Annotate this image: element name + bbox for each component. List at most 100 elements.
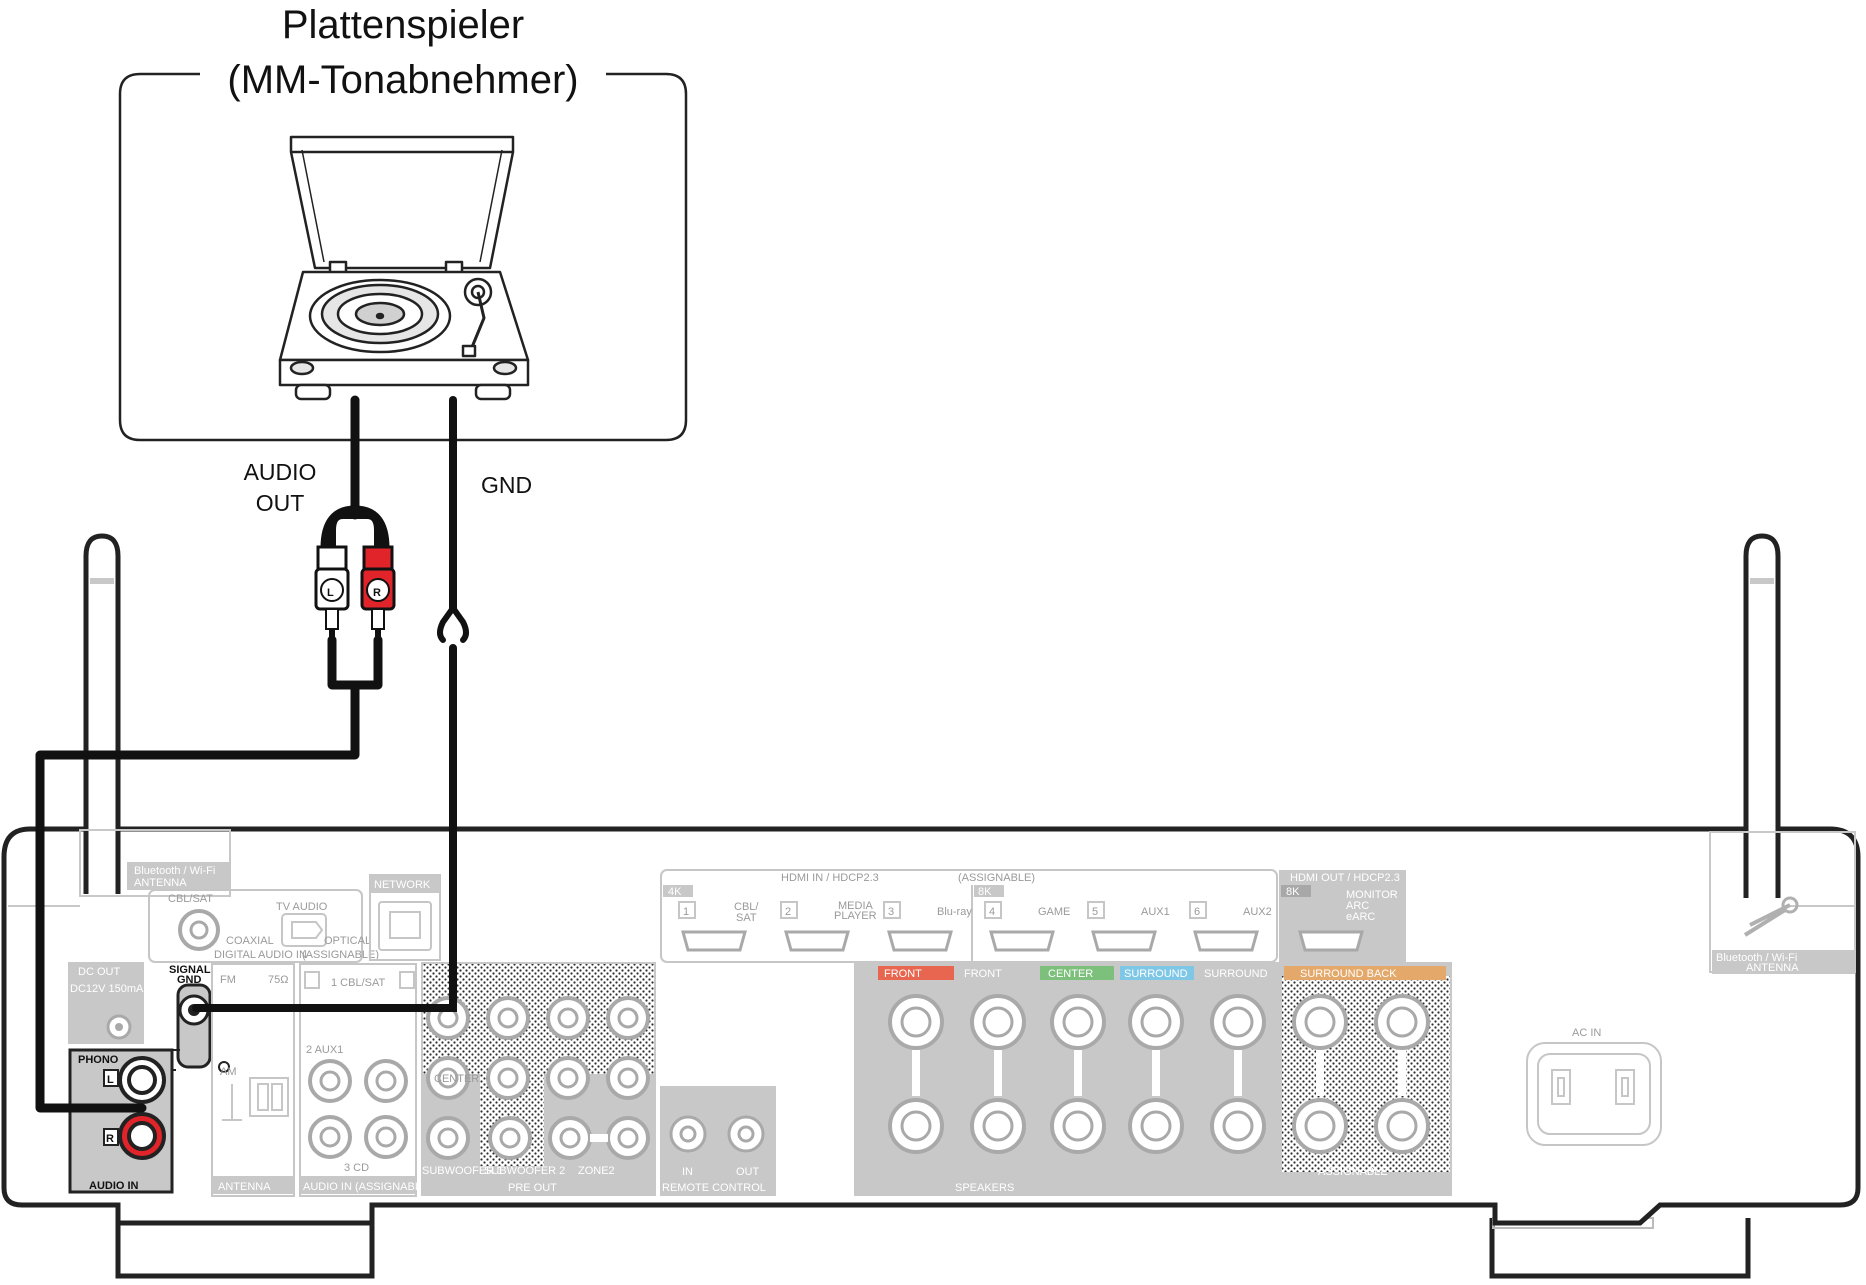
front-l-label: FRONT [964,968,1002,980]
dc-spec-label: DC12V 150mA MAX [70,983,170,995]
audio-out-label-line1: AUDIO [244,459,317,485]
network-port: NETWORK [369,874,441,961]
left-antenna: Bluetooth / Wi-Fi ANTENNA [79,533,231,897]
hdmi-out-label: HDMI OUT / HDCP2.3 [1290,872,1400,884]
hdmi-n6: 6 [1194,906,1200,918]
speaker-terminal-hole [1304,1110,1336,1142]
front-r-label: FRONT [884,968,922,980]
phono-l-label: L [107,1074,114,1086]
phono-label: PHONO [78,1054,119,1066]
speaker-terminal-hole [982,1006,1014,1038]
turntable-icon [278,135,530,401]
speaker-terminal-hole [1386,1110,1418,1142]
arc-label: ARC [1346,900,1369,912]
hdmi-media-player-line2: PLAYER [834,910,877,922]
digital-cbl-sat-label: CBL/SAT [168,893,213,905]
in2-aux1-label: 2 AUX1 [306,1044,343,1056]
subwoofer1-label: SUBWOOFER 1 [422,1165,503,1177]
phono-section: SIGNAL GND PHONO L R AUDIO IN [68,964,230,1194]
gnd-wire [192,396,469,1012]
hdmi-n5: 5 [1092,906,1098,918]
digital-audio-in-label: DIGITAL AUDIO IN [214,949,307,961]
hdmi-game-label: GAME [1038,906,1070,918]
gnd-label: GND [481,472,532,498]
speaker-terminal-hole [900,1006,932,1038]
phono-r-label: R [106,1133,114,1145]
coaxial-label: COAXIAL [226,935,274,947]
hdmi-out-section: HDMI OUT / HDCP2.3 8K MONITOR ARC eARC [1279,870,1406,962]
audio-out-label-line2: OUT [256,490,305,516]
hdmi-media-player-line1: MEDIA [838,900,874,912]
remote-in-label: IN [682,1166,693,1178]
signal-gnd-label-line1: SIGNAL [169,964,211,976]
hdmi-in-section: HDMI IN / HDCP2.3 (ASSIGNABLE) 4K 8K 1 2… [660,869,1278,963]
surround-r-label: SURROUND [1124,968,1188,980]
pre-out-center-label: CENTER [434,1073,479,1085]
turntable-title-line2: (MM-Tonabnehmer) [227,58,578,102]
speaker-terminal-link [1074,1050,1082,1096]
hdmi-cbl-sat-line2: SAT [736,912,757,924]
speaker-terminal-hole [1062,1006,1094,1038]
speaker-terminal-link [994,1050,1002,1096]
ac-in-label: AC IN [1572,1027,1601,1039]
tv-audio-label: TV AUDIO [276,901,328,913]
surround-l-label: SURROUND [1204,968,1268,980]
speaker-terminal-hole [1304,1006,1336,1038]
hdmi-n3: 3 [888,906,894,918]
network-label: NETWORK [374,879,431,891]
optical-label: OPTICAL [324,935,371,947]
hdmi-8k-label: 8K [978,886,992,898]
plug-left-label: L [327,587,334,599]
digital-audio-in-section: CBL/SAT COAXIAL TV AUDIO OPTICAL DIGITAL… [148,889,379,963]
surround-back-label: SURROUND BACK [1300,968,1397,980]
hdmi-aux1-label: AUX1 [1141,906,1170,918]
turntable-callout: Plattenspieler (MM-Tonabnehmer) [118,3,688,442]
speaker-terminal-link [1316,1050,1324,1096]
remote-control-section: IN OUT REMOTE CONTROL [660,1086,776,1196]
speaker-terminal-link [912,1050,920,1096]
speaker-terminal-hole [900,1110,932,1142]
antenna-section-label: ANTENNA [218,1181,271,1193]
speaker-terminal-hole [1140,1006,1172,1038]
speaker-center-label: CENTER [1048,968,1093,980]
tuner-antenna-section: FM 75Ω AM ANTENNA [211,963,295,1197]
am-label: AM [220,1066,237,1078]
speaker-terminal-hole [1386,1006,1418,1038]
right-antenna: Bluetooth / Wi-Fi ANTENNA [1709,533,1856,974]
hdmi-n2: 2 [785,906,791,918]
in3-cd-label: 3 CD [344,1162,369,1174]
speaker-terminal-hole [1222,1110,1254,1142]
speakers-label: SPEAKERS [955,1182,1014,1194]
fm-label: FM [220,974,236,986]
remote-control-label: REMOTE CONTROL [662,1182,766,1194]
turntable-title-line1: Plattenspieler [282,3,524,47]
analog-audio-in-section: 1 CBL/SAT 2 AUX1 3 CD AUDIO IN (ASSIGNAB… [299,963,432,1197]
speaker-terminal-link [1234,1050,1242,1096]
hdmi-n4: 4 [989,906,995,918]
antenna-right-label-line2: ANTENNA [1746,962,1799,974]
hdmi-aux2-label: AUX2 [1243,906,1272,918]
dc-out-label: DC OUT [78,966,120,978]
hdmi-in-label: HDMI IN / HDCP2.3 [781,872,879,884]
speaker-terminal-hole [1140,1110,1172,1142]
subwoofer2-label: SUBWOOFER 2 [484,1165,565,1177]
digital-assignable-label: (ASSIGNABLE) [302,949,379,961]
remote-out-label: OUT [736,1166,760,1178]
speaker-terminal-hole [982,1110,1014,1142]
antenna-left-label-line1: Bluetooth / Wi-Fi [134,865,215,877]
signal-gnd-label-line2: GND [177,974,202,986]
rca-plug-left: L [314,545,350,637]
speakers-assignable-label: ASSIGNABLE [1318,1166,1388,1178]
rca-plug-right: R [360,545,396,637]
audio-cable [35,395,390,1113]
monitor-label: MONITOR [1346,889,1398,901]
ohm75-label: 75Ω [268,974,288,986]
plug-right-label: R [373,587,381,599]
earc-label: eARC [1346,911,1375,923]
hdmi-out-8k-label: 8K [1286,886,1300,898]
speaker-terminal-link [1398,1050,1406,1096]
hdmi-4k-label: 4K [668,886,682,898]
hdmi-cbl-sat-line1: CBL/ [734,901,759,913]
speaker-terminal-hole [1062,1110,1094,1142]
